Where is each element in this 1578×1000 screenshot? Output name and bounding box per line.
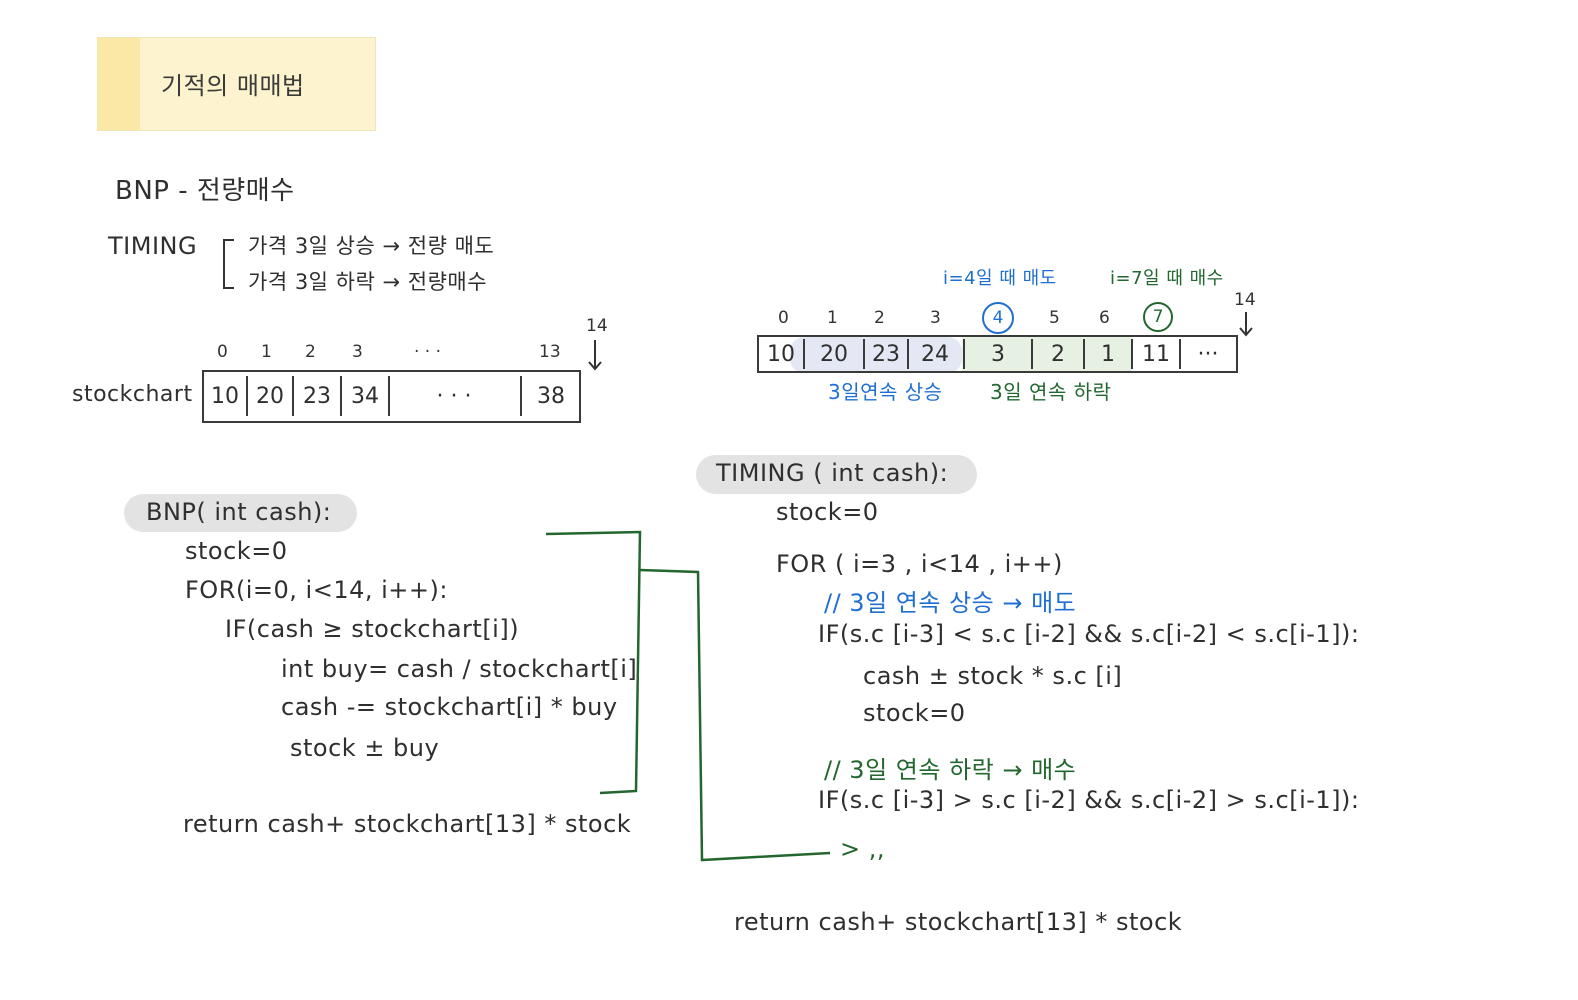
array-cell: · · · bbox=[436, 384, 472, 409]
array-cell: 23 bbox=[872, 341, 900, 367]
array-cell: 11 bbox=[1142, 341, 1170, 367]
array-cell: 1 bbox=[1101, 341, 1115, 367]
cell-divider bbox=[963, 339, 965, 369]
left-index: · · · bbox=[414, 342, 442, 362]
timing-code-line: IF(s.c [i-3] > s.c [i-2] && s.c[i-2] > s… bbox=[818, 786, 1360, 814]
cell-divider bbox=[1083, 339, 1085, 369]
cell-divider bbox=[292, 376, 294, 416]
timing-signature: TIMING ( int cash): bbox=[716, 459, 949, 487]
left-end-index: 14 bbox=[586, 316, 608, 336]
bnp-code-line: int buy= cash / stockchart[i] bbox=[281, 655, 638, 683]
cell-divider bbox=[388, 376, 390, 416]
rise-highlight bbox=[790, 337, 962, 373]
cell-divider bbox=[1031, 339, 1033, 369]
timing-comment-rise: // 3일 연속 상승 → 매도 bbox=[824, 589, 1077, 617]
left-index: 3 bbox=[352, 342, 363, 362]
array-cell: 23 bbox=[303, 384, 331, 409]
index-7-circle: 7 bbox=[1143, 302, 1173, 332]
left-index: 2 bbox=[305, 342, 316, 362]
timing-return-line: return cash+ stockchart[13] * stock bbox=[734, 908, 1183, 936]
bnp-code-line: stock ± buy bbox=[290, 734, 440, 762]
array-cell: 10 bbox=[211, 384, 239, 409]
left-index: 1 bbox=[261, 342, 272, 362]
note-sell: i=4일 때 매도 bbox=[943, 268, 1057, 289]
stockchart-array: 10 20 23 34 · · · 38 bbox=[202, 370, 581, 423]
stockchart-label: stockchart bbox=[72, 382, 193, 407]
cell-divider bbox=[520, 376, 522, 416]
array-cell: 34 bbox=[351, 384, 379, 409]
timing-code-line: stock=0 bbox=[776, 498, 879, 526]
down-arrow-icon bbox=[1239, 312, 1253, 337]
down-arrow-icon bbox=[588, 340, 602, 371]
label-fall: 3일 연속 하락 bbox=[990, 380, 1112, 404]
left-index: 13 bbox=[539, 342, 561, 362]
timing-label: TIMING bbox=[108, 232, 198, 260]
timing-signature-pill bbox=[696, 455, 977, 494]
array-cell: 38 bbox=[537, 384, 565, 409]
array-cell: 10 bbox=[767, 341, 795, 367]
page-title: 기적의 매매법 bbox=[161, 72, 305, 100]
right-index: 3 bbox=[930, 308, 941, 328]
title-note: 기적의 매매법 bbox=[97, 37, 376, 131]
timing-rule-fall: 가격 3일 하락 → 전량매수 bbox=[248, 270, 488, 294]
right-index: 5 bbox=[1049, 308, 1060, 328]
array-cell: 2 bbox=[1051, 341, 1065, 367]
bnp-code-line: FOR(i=0, i<14, i++): bbox=[185, 576, 448, 604]
ditto-mark: > ,, bbox=[840, 835, 885, 863]
left-index: 0 bbox=[217, 342, 228, 362]
array-cell: 3 bbox=[991, 341, 1005, 367]
right-end-index: 14 bbox=[1234, 290, 1256, 310]
connector-arrow bbox=[545, 530, 831, 862]
bnp-code-line: stock=0 bbox=[185, 537, 288, 565]
title-note-strip bbox=[98, 38, 140, 130]
bnp-signature: BNP( int cash): bbox=[146, 498, 332, 526]
timing-code-line: FOR ( i=3 , i<14 , i++) bbox=[776, 550, 1063, 578]
cell-divider bbox=[803, 339, 805, 369]
timing-rule-rise: 가격 3일 상승 → 전량 매도 bbox=[248, 234, 495, 258]
bnp-heading: BNP - 전량매수 bbox=[115, 176, 295, 206]
array-cell: 20 bbox=[820, 341, 848, 367]
bnp-code-line: cash -= stockchart[i] * buy bbox=[281, 693, 618, 721]
fall-highlight bbox=[962, 337, 1132, 373]
note-buy: i=7일 때 매수 bbox=[1110, 268, 1224, 289]
timing-comment-fall: // 3일 연속 하락 → 매수 bbox=[824, 756, 1077, 784]
timing-bracket bbox=[223, 239, 234, 289]
right-index: 0 bbox=[778, 308, 789, 328]
cell-divider bbox=[1179, 339, 1181, 369]
timing-code-line: cash ± stock * s.c [i] bbox=[863, 662, 1123, 690]
array-cell: 24 bbox=[921, 341, 949, 367]
right-index: 6 bbox=[1099, 308, 1110, 328]
bnp-return-line: return cash+ stockchart[13] * stock bbox=[183, 810, 632, 838]
cell-divider bbox=[1131, 339, 1133, 369]
label-rise: 3일연속 상승 bbox=[828, 380, 943, 404]
right-index: 2 bbox=[874, 308, 885, 328]
bnp-signature-pill bbox=[124, 494, 357, 532]
timing-code-line: stock=0 bbox=[863, 699, 966, 727]
cell-divider bbox=[340, 376, 342, 416]
bnp-code-line: IF(cash ≥ stockchart[i]) bbox=[225, 615, 520, 643]
index-4-circle: 4 bbox=[982, 302, 1014, 334]
array-cell: ··· bbox=[1197, 341, 1219, 367]
timing-array: 10 20 23 24 3 2 1 11 ··· bbox=[757, 335, 1238, 373]
cell-divider bbox=[863, 339, 865, 369]
array-cell: 20 bbox=[256, 384, 284, 409]
timing-code-line: IF(s.c [i-3] < s.c [i-2] && s.c[i-2] < s… bbox=[818, 620, 1360, 648]
cell-divider bbox=[246, 376, 248, 416]
cell-divider bbox=[907, 339, 909, 369]
right-index: 1 bbox=[827, 308, 838, 328]
